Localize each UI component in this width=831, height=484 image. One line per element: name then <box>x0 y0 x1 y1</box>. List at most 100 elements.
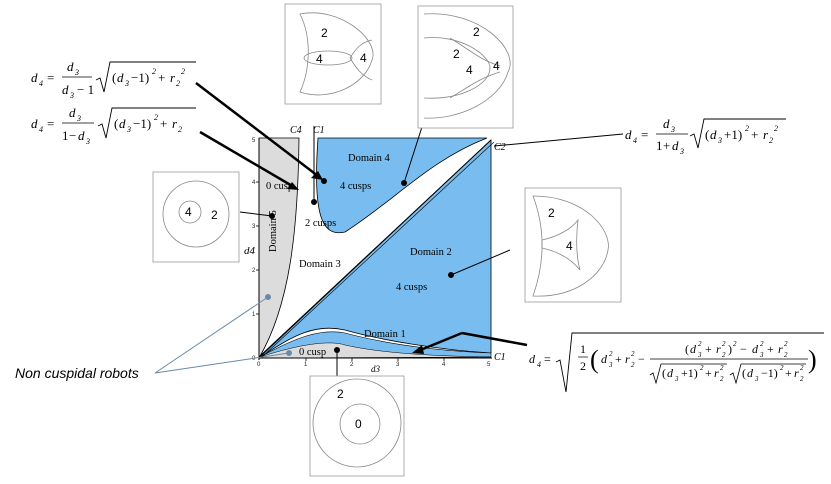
svg-text:r: r <box>170 70 176 85</box>
svg-text:2: 2 <box>211 208 218 222</box>
svg-text:2: 2 <box>800 364 804 372</box>
x-tick: 4 <box>442 362 446 368</box>
svg-text:(: ( <box>590 345 599 374</box>
svg-text:d: d <box>625 127 632 142</box>
svg-text:4: 4 <box>537 360 541 369</box>
svg-text:2: 2 <box>181 67 185 76</box>
svg-text:1: 1 <box>62 128 69 143</box>
svg-text:2: 2 <box>473 25 480 39</box>
svg-text:3: 3 <box>124 79 129 88</box>
svg-text:−1): −1) <box>761 366 778 380</box>
svg-text:− 1: − 1 <box>77 82 94 97</box>
x-axis-label: d3 <box>371 364 381 374</box>
svg-text:r: r <box>794 366 799 380</box>
label-domain5: Domain 5 <box>268 210 279 252</box>
svg-text:3: 3 <box>74 68 79 77</box>
svg-text:2: 2 <box>548 206 555 220</box>
svg-text:2: 2 <box>720 375 724 383</box>
svg-text:4: 4 <box>316 52 323 66</box>
svg-text:r: r <box>714 366 719 380</box>
svg-text:2: 2 <box>178 125 182 134</box>
svg-text:3: 3 <box>126 125 131 134</box>
svg-text:3: 3 <box>697 351 702 359</box>
svg-text:(: ( <box>114 116 118 131</box>
svg-text:(: ( <box>742 366 746 380</box>
svg-text:d: d <box>62 82 69 97</box>
svg-text:r: r <box>625 352 630 366</box>
svg-text:3: 3 <box>717 136 722 145</box>
svg-text:+: + <box>705 366 712 380</box>
svg-text:d: d <box>690 342 697 356</box>
svg-text:d: d <box>601 352 608 366</box>
svg-text:−1): −1) <box>133 116 151 131</box>
svg-text:3: 3 <box>85 137 90 146</box>
svg-text:d: d <box>663 116 670 131</box>
svg-text:3: 3 <box>608 361 613 369</box>
curve-label-c2: C2 <box>494 142 506 153</box>
svg-text:=: = <box>641 127 648 142</box>
svg-text:4: 4 <box>39 125 43 134</box>
svg-text:4: 4 <box>566 239 573 253</box>
y-tick: 2 <box>252 268 256 274</box>
svg-text:0: 0 <box>355 417 362 431</box>
svg-text:d: d <box>119 116 126 131</box>
svg-text:1: 1 <box>656 138 663 153</box>
svg-text:d: d <box>78 128 85 143</box>
svg-text:2: 2 <box>784 340 788 348</box>
inset-bottom: 2 0 <box>309 375 405 477</box>
svg-text:2: 2 <box>337 387 344 401</box>
svg-text:4: 4 <box>466 63 473 77</box>
svg-text:−: − <box>638 352 645 366</box>
svg-text:4: 4 <box>493 59 500 73</box>
svg-text:2: 2 <box>154 113 158 122</box>
svg-text:d: d <box>69 105 76 120</box>
svg-text:+: + <box>663 138 670 153</box>
svg-text:=: = <box>47 116 54 131</box>
x-tick: 2 <box>350 362 354 368</box>
svg-text:r: r <box>763 127 769 142</box>
svg-text:2: 2 <box>774 124 778 133</box>
main-plot <box>256 137 495 361</box>
svg-text:2: 2 <box>722 340 726 348</box>
svg-text:+: + <box>705 342 712 356</box>
svg-text:(: ( <box>662 366 666 380</box>
svg-text:+: + <box>767 342 774 356</box>
label-cusps-domain2: 4 cusps <box>396 282 427 293</box>
svg-text:+1): +1) <box>681 366 698 380</box>
label-domain3: Domain 3 <box>299 259 341 270</box>
svg-text:−: − <box>740 342 747 356</box>
svg-text:4: 4 <box>39 79 43 88</box>
svg-text:3: 3 <box>670 125 675 134</box>
svg-text:2: 2 <box>784 351 788 359</box>
y-tick: 5 <box>252 138 256 144</box>
label-domain2: Domain 2 <box>410 247 452 258</box>
svg-text:(: ( <box>685 342 689 356</box>
svg-text:2: 2 <box>152 67 156 76</box>
svg-text:3: 3 <box>674 375 679 383</box>
inset-left: 4 2 <box>152 171 240 263</box>
domain4-region <box>316 137 488 234</box>
y-tick: 1 <box>252 312 256 318</box>
svg-text:=: = <box>544 352 551 366</box>
svg-text:+: + <box>751 127 758 142</box>
svg-text:2: 2 <box>698 340 702 348</box>
svg-text:−: − <box>69 128 76 143</box>
svg-text:2: 2 <box>631 350 635 358</box>
svg-text:2: 2 <box>745 124 749 133</box>
svg-text:3: 3 <box>76 114 81 123</box>
svg-text:d: d <box>672 138 679 153</box>
svg-text:): ) <box>728 342 732 356</box>
svg-text:+: + <box>615 352 622 366</box>
inset-top-right: 2 2 4 4 <box>417 5 514 129</box>
svg-text:1: 1 <box>580 342 586 356</box>
svg-text:+: + <box>158 70 165 85</box>
inset-right: 2 4 <box>524 187 622 303</box>
svg-text:d: d <box>31 70 38 85</box>
curve-label-c4: C4 <box>290 125 302 136</box>
svg-text:d: d <box>67 59 74 74</box>
svg-text:4: 4 <box>360 51 367 65</box>
